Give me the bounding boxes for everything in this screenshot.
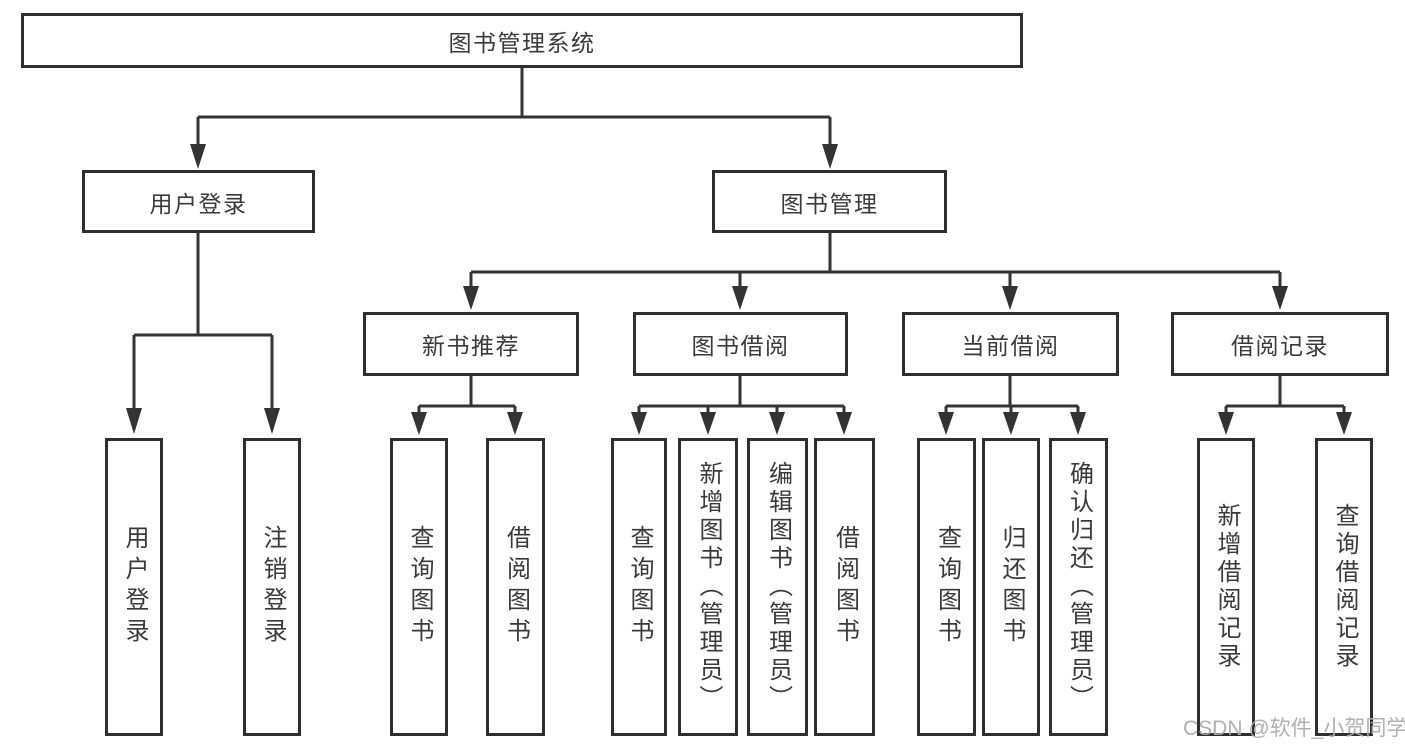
leaf-return-books: 归还图书 <box>982 438 1040 736</box>
leaf-borrow-books-newbooks: 借阅图书 <box>486 438 545 736</box>
node-current-borrowing: 当前借阅 <box>902 312 1119 376</box>
leaf-edit-books-admin-label: 编辑图书（管理员） <box>764 461 792 713</box>
leaf-borrow-books-borrowing-label: 借阅图书 <box>831 525 859 649</box>
leaf-query-books-borrowing: 查询图书 <box>611 438 667 736</box>
node-book-borrowing: 图书借阅 <box>633 312 848 376</box>
arrowheads <box>126 144 1352 435</box>
leaf-query-books-current: 查询图书 <box>917 438 976 736</box>
node-library-system: 图书管理系统 <box>21 13 1023 68</box>
node-book-management: 图书管理 <box>712 170 947 233</box>
leaf-user-login: 用户登录 <box>105 438 163 736</box>
node-borrowing-records-label: 借阅记录 <box>1231 333 1329 359</box>
leaf-query-books-newbooks: 查询图书 <box>390 438 448 736</box>
node-book-borrowing-label: 图书借阅 <box>691 333 790 359</box>
csdn-watermark: CSDN @软件_小贺同学 <box>1183 717 1405 740</box>
leaf-edit-books-admin: 编辑图书（管理员） <box>747 438 808 736</box>
leaf-user-login-label: 用户登录 <box>121 525 148 649</box>
leaf-query-books-current-label: 查询图书 <box>933 525 961 649</box>
leaf-add-books-admin: 新增图书（管理员） <box>678 438 738 736</box>
leaf-confirm-return-admin-label: 确认归还（管理员） <box>1065 461 1093 713</box>
node-new-book-recommendation: 新书推荐 <box>363 312 579 376</box>
leaf-return-books-label: 归还图书 <box>998 525 1025 649</box>
node-user-login: 用户登录 <box>82 170 315 233</box>
leaf-query-borrow-record: 查询借阅记录 <box>1315 438 1373 736</box>
node-book-management-label: 图书管理 <box>780 190 879 217</box>
leaf-query-books-newbooks-label: 查询图书 <box>406 525 433 649</box>
leaf-query-books-borrowing-label: 查询图书 <box>626 525 653 649</box>
node-new-book-recommendation-label: 新书推荐 <box>422 333 520 359</box>
tree-edges <box>132 68 1346 414</box>
leaf-borrow-books-newbooks-label: 借阅图书 <box>502 525 530 649</box>
leaf-borrow-books-borrowing: 借阅图书 <box>814 438 875 736</box>
leaf-logout-login: 注销登录 <box>243 438 301 736</box>
leaf-confirm-return-admin: 确认归还（管理员） <box>1049 438 1108 736</box>
node-borrowing-records: 借阅记录 <box>1171 312 1389 376</box>
leaf-add-books-admin-label: 新增图书（管理员） <box>695 461 722 713</box>
node-current-borrowing-label: 当前借阅 <box>961 333 1060 359</box>
node-library-system-label: 图书管理系统 <box>448 29 596 56</box>
node-user-login-label: 用户登录 <box>149 190 248 217</box>
leaf-query-borrow-record-label: 查询借阅记录 <box>1331 503 1358 671</box>
leaf-add-borrow-record-label: 新增借阅记录 <box>1213 503 1240 671</box>
leaf-add-borrow-record: 新增借阅记录 <box>1197 438 1255 736</box>
leaf-logout-login-label: 注销登录 <box>259 525 286 649</box>
